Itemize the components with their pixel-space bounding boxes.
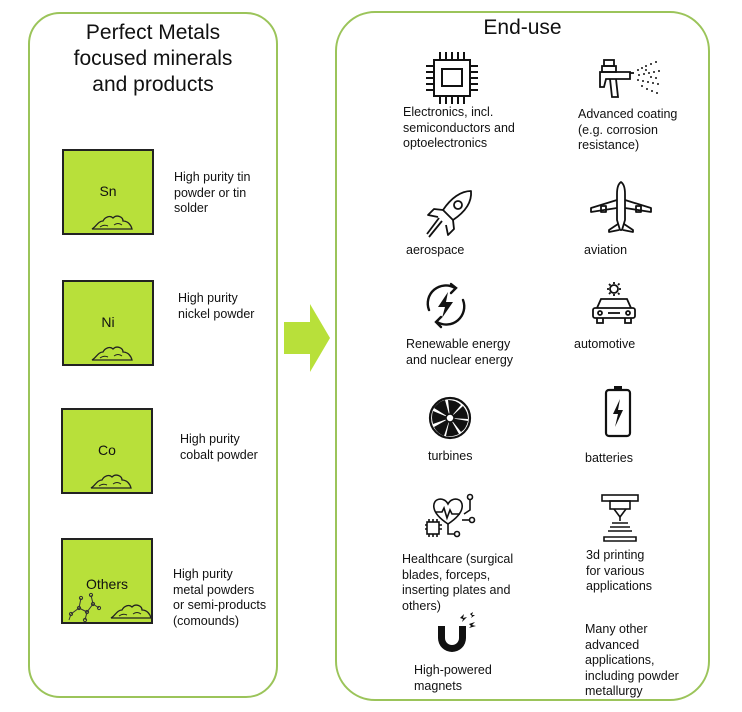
tile-symbol: Sn	[99, 183, 117, 199]
magnet-icon	[438, 612, 476, 652]
molecule-icon	[68, 592, 102, 622]
nickel-tile: Ni	[62, 280, 154, 366]
turbines-label: turbines	[428, 449, 473, 463]
3d-printer-icon	[601, 494, 639, 542]
spray-gun-icon	[599, 59, 660, 98]
tile-symbol: Others	[85, 576, 128, 592]
turbine-icon	[428, 396, 472, 440]
powder-pile-icon	[90, 474, 132, 489]
tin-tile: Sn	[62, 149, 154, 235]
other-applications-label: Many other advanced applications, includ…	[585, 622, 679, 698]
electronics-label: Electronics, incl. semiconductors and op…	[403, 105, 515, 150]
healthcare-icon	[425, 493, 476, 538]
magnets-label: High-powered magnets	[414, 663, 492, 693]
chip-icon	[426, 52, 478, 104]
car-icon	[592, 282, 636, 324]
healthcare-label: Healthcare (surgical blades, forceps, in…	[402, 552, 514, 613]
powder-pile-icon	[91, 215, 133, 230]
tile-symbol: Co	[98, 442, 116, 458]
aerospace-label: aerospace	[406, 243, 465, 257]
others-tile: Others	[61, 538, 153, 624]
airplane-icon	[590, 181, 652, 233]
others-description: High purity metal powders or semi-produc…	[173, 567, 267, 628]
renewable-energy-icon	[426, 282, 466, 329]
powder-pile-icon	[110, 604, 152, 619]
battery-icon	[604, 386, 632, 438]
tile-symbol: Ni	[101, 314, 115, 330]
right-arrow-icon	[284, 304, 330, 372]
rocket-icon	[426, 190, 472, 238]
renewable-energy-label: Renewable energy and nuclear energy	[406, 337, 514, 367]
tin-description: High purity tin powder or tin solder	[174, 170, 251, 215]
coating-label: Advanced coating (e.g. corrosion resista…	[578, 107, 678, 152]
powder-pile-icon	[91, 346, 133, 361]
products-panel-title: Perfect Metals focused minerals and prod…	[73, 21, 233, 96]
nickel-description: High purity nickel powder	[178, 291, 255, 321]
3d-printing-label: 3d printing for various applications	[586, 548, 653, 593]
cobalt-description: High purity cobalt powder	[180, 432, 258, 462]
aviation-label: aviation	[584, 243, 628, 257]
automotive-label: automotive	[574, 337, 636, 351]
end-use-panel-title: End-use	[483, 16, 562, 39]
cobalt-tile: Co	[61, 408, 153, 494]
end-use-panel: End-use	[335, 11, 710, 701]
batteries-label: batteries	[585, 451, 633, 465]
